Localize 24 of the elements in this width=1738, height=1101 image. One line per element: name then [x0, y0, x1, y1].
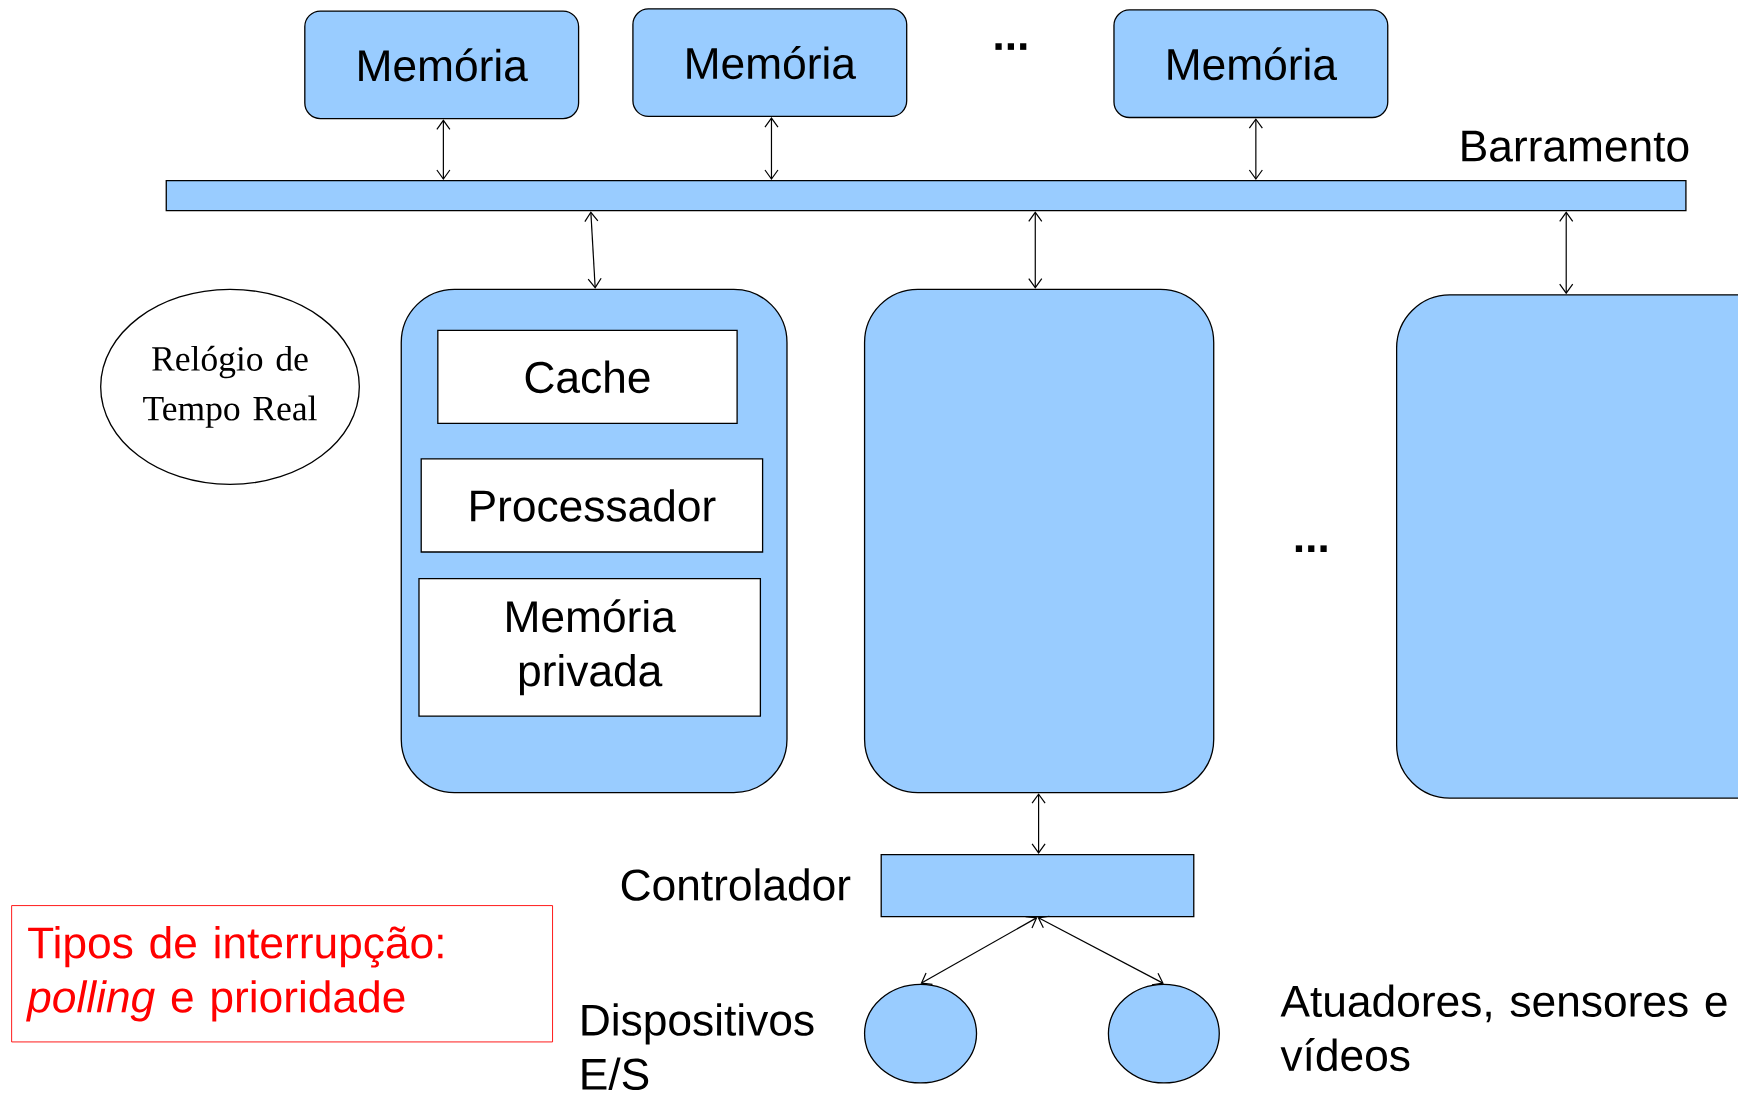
memory-box: Memória [632, 8, 908, 118]
memory-box: Memória [1113, 9, 1389, 119]
processor-card [1395, 294, 1738, 799]
device-label: Atuadores, sensores e vídeos [1280, 984, 1727, 1072]
double-arrow [1028, 211, 1043, 289]
double-arrow [584, 211, 602, 289]
double-arrow [920, 916, 1038, 985]
double-arrow [1559, 211, 1574, 295]
ellipsis: ... [1295, 545, 1327, 552]
bus-label: Barramento [1462, 130, 1689, 162]
memory-box: Memória [304, 10, 580, 120]
cache-box: Cache [437, 329, 738, 425]
controller-label: Controlador [621, 868, 851, 901]
private-memory-box: Memória privada [418, 577, 762, 717]
processor-box: Processador [420, 458, 764, 553]
double-arrow [1248, 118, 1263, 181]
double-arrow [1037, 915, 1164, 986]
double-arrow [1031, 793, 1046, 854]
ellipsis: ... [995, 43, 1027, 50]
device-label: Dispositivos E/S [582, 1003, 814, 1090]
note-box: Tipos de interrupção: polling e prioridade [11, 905, 553, 1043]
double-arrow [764, 117, 779, 181]
processor-card [863, 288, 1215, 794]
double-arrow [436, 119, 451, 181]
